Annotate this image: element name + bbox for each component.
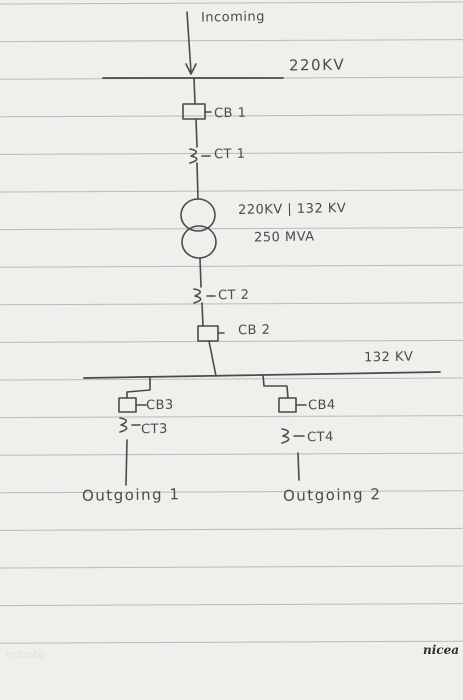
lead-ct2-cb2 [201,302,204,327]
brand-watermark: nicea [423,643,459,657]
busbar-220kv-label: 220KV [288,55,346,75]
cb4-symbol [278,397,297,413]
cb1-label: CB 1 [213,105,247,122]
feeder2-drop [262,374,289,399]
feeder1-line [125,439,128,486]
ruled-line [0,490,463,494]
ruled-line [0,39,463,43]
ruled-line [0,339,463,343]
faded-watermark: ophoto [6,648,45,661]
transformer-primary-winding [180,198,216,232]
cb3-symbol [118,397,137,413]
ct3-symbol [119,417,128,433]
ruled-line [0,565,463,569]
outgoing2-label: Outgoing 2 [282,485,382,505]
ct2-symbol [193,288,202,304]
ruled-line [0,415,463,419]
cb4-label: CB4 [307,397,336,414]
ruled-line [0,603,463,607]
incoming-label: Incoming [200,9,266,26]
ruled-line [0,227,463,231]
cb2-label: CB 2 [237,322,271,339]
cb1-symbol [182,103,206,120]
ruled-line [0,264,463,268]
transformer-rating-label: 250 MVA [253,229,315,246]
ruled-line [0,151,463,155]
ct3-label: CT3 [140,421,168,438]
ct2-label: CT 2 [217,287,250,304]
transformer-secondary-winding [181,225,217,259]
cb3-label: CB3 [145,397,174,414]
incoming-line [186,11,192,73]
cb2-symbol [197,325,219,342]
ruled-line [0,452,463,456]
lead-bus-cb1 [193,77,196,105]
transformer-ratio-label: 220KV | 132 KV [237,201,347,218]
ruled-line [0,189,463,193]
lead-ct1-transformer [196,162,199,200]
ruled-line [0,114,463,118]
ct1-label: CT 1 [213,146,246,163]
ct4-label: CT4 [306,429,334,446]
ruled-line [0,302,463,306]
ruled-line [0,1,463,5]
lead-transformer-ct2 [199,257,202,288]
busbar-132kv [83,371,441,379]
incoming-arrow [185,63,197,75]
ruled-line [0,377,463,381]
busbar-132kv-label: 132 KV [363,349,414,366]
lead-cb1-ct1 [195,118,198,148]
ct1-symbol [189,148,198,164]
ruled-line [0,640,463,644]
ct4-symbol [281,428,290,444]
feeder2-line [297,452,300,481]
outgoing1-label: Outgoing 1 [81,485,181,505]
feeder1-drop [126,376,151,399]
lead-cb2-bus [208,340,217,377]
ruled-line [0,527,463,531]
